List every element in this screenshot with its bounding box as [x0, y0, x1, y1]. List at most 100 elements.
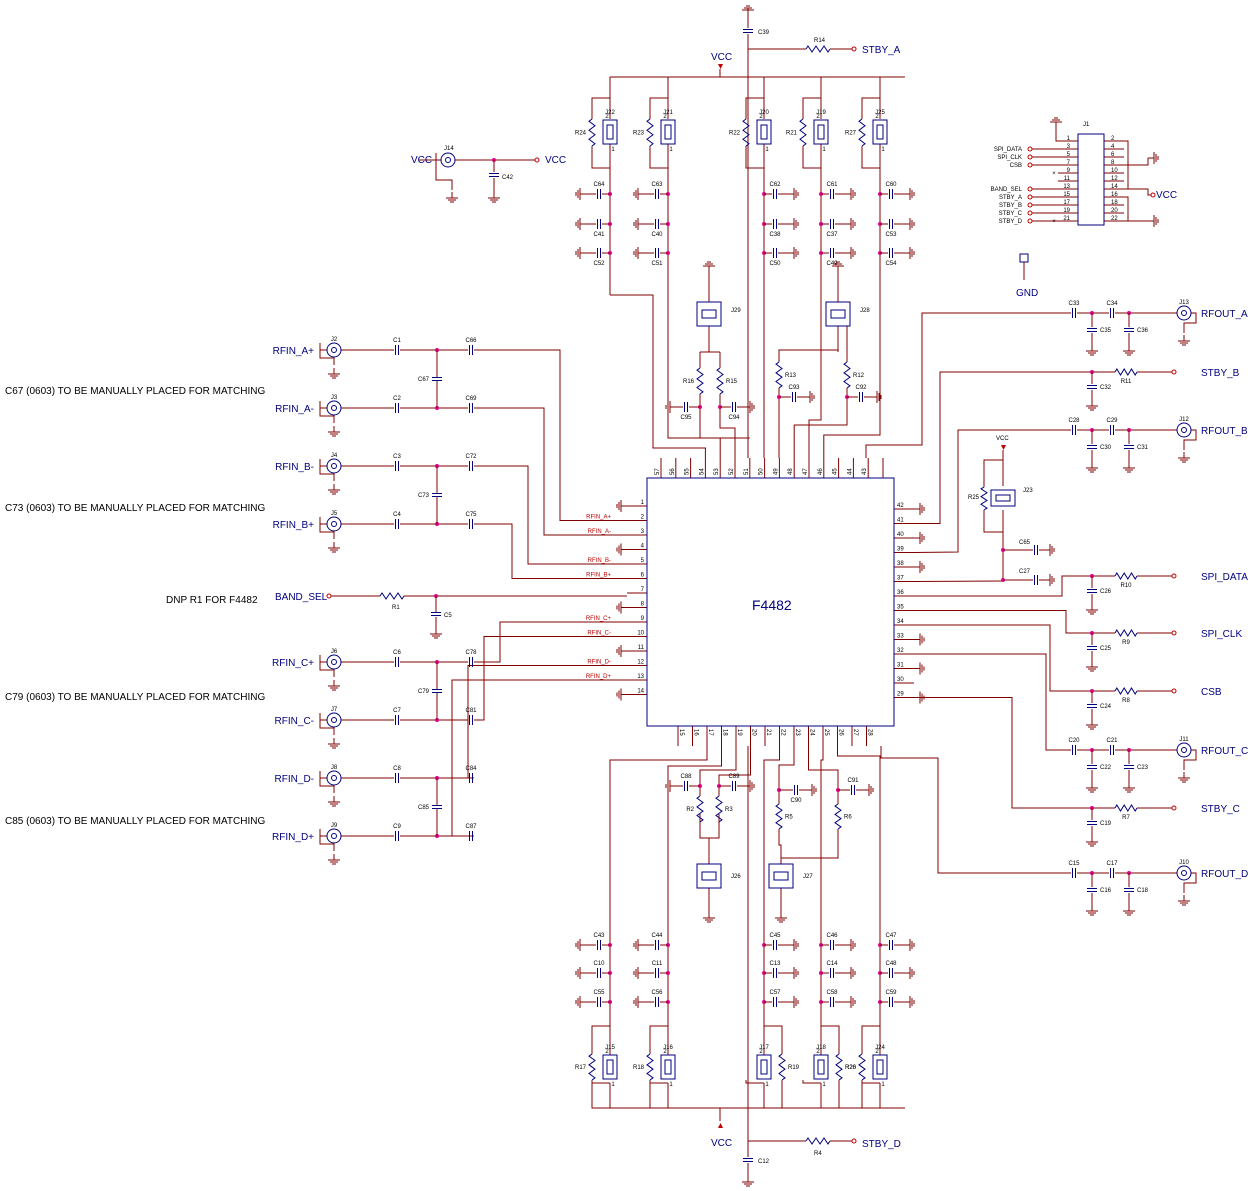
pin-net-label: RFIN_C+	[586, 616, 612, 622]
capacitor-ref: C91	[847, 778, 859, 784]
rf-input-label: RFIN_A-	[275, 404, 314, 415]
capacitor-ref: C48	[885, 961, 897, 967]
gnd-header-right	[1148, 152, 1159, 164]
gnd-top-c39	[742, 5, 754, 16]
resistor-	[805, 45, 831, 53]
pin-number: 54	[699, 468, 705, 475]
capacitor-ref: C11	[652, 961, 663, 967]
header-signal-label: STBY_D	[999, 219, 1023, 225]
pin-number: 3	[641, 529, 645, 535]
capacitor-C33	[1072, 308, 1076, 318]
jumper-pin: 1	[822, 147, 826, 153]
resistor-R2	[696, 795, 704, 823]
chip-body	[646, 477, 895, 727]
wire	[649, 1080, 668, 1084]
resistor-R15	[716, 367, 724, 395]
capacitor-ref: C63	[651, 182, 663, 188]
net-port	[534, 157, 540, 163]
jumper-pin: 1	[669, 147, 673, 153]
capacitor-ref: C26	[1100, 589, 1112, 595]
pin-number: 55	[685, 468, 691, 475]
capacitor-	[431, 612, 441, 616]
gnd-sig-3	[1086, 719, 1098, 730]
resistor-R26	[858, 1053, 866, 1081]
wire	[821, 1025, 840, 1054]
capacitor-ref: C35	[1100, 328, 1112, 334]
gnd-rset-c95	[665, 401, 676, 413]
capacitor-C64	[597, 189, 601, 199]
wire	[649, 77, 669, 119]
capacitor-ref: C58	[826, 990, 838, 996]
wire	[1124, 158, 1149, 166]
header-pin-num: 16	[1111, 192, 1118, 198]
pin-number: 40	[897, 532, 904, 538]
wire	[983, 510, 1003, 533]
wire	[667, 746, 722, 770]
resistor-R22	[742, 118, 750, 147]
capacitor-C40	[655, 219, 659, 229]
vccdig-c2: C27	[1019, 569, 1031, 575]
capacitor-C69	[469, 403, 473, 413]
net-port	[1171, 369, 1177, 375]
wire	[474, 523, 627, 579]
gnd-J4	[328, 484, 340, 495]
jumper-pin: 1	[611, 147, 615, 153]
resistor-ref: R9	[1122, 640, 1130, 646]
capacitor-C88	[684, 781, 688, 791]
resistor-R12	[843, 361, 851, 389]
wire	[802, 77, 822, 119]
gnd-right-40	[914, 532, 925, 544]
net-port	[1027, 218, 1033, 224]
connector-ref: J2	[331, 337, 338, 343]
jumper-pin: 2	[605, 1049, 609, 1055]
capacitor-ref: C59	[885, 990, 897, 996]
pin-number: 16	[693, 729, 699, 736]
wire	[649, 1025, 668, 1054]
capacitor-C30	[1087, 445, 1097, 449]
bottom-stby: STBY_D	[862, 1139, 901, 1150]
capacitor-C73	[432, 493, 442, 497]
jumper-pin: 2	[663, 1049, 667, 1055]
gnd-bot-cap	[904, 939, 915, 951]
capacitor-ref: C22	[1100, 765, 1112, 771]
wire	[793, 388, 848, 458]
capacitor-C51	[655, 248, 659, 258]
capacitor-C89	[732, 781, 736, 791]
gnd-J13	[1178, 335, 1190, 346]
gnd-rset-c93	[804, 391, 815, 403]
coax-connector-	[440, 152, 456, 168]
resistor-R18	[646, 1053, 654, 1081]
wire	[1183, 429, 1197, 450]
capacitor-ref: C38	[769, 232, 781, 238]
gnd-J9	[328, 854, 340, 865]
rf-input-label: RFIN_A+	[273, 346, 315, 357]
gnd-top-cap	[904, 188, 915, 200]
gnd-top-cap	[788, 188, 799, 200]
rf-output-label: RFOUT_D	[1201, 869, 1248, 880]
jumper-J22	[602, 119, 618, 145]
gnd-top-cap	[904, 247, 915, 259]
capacitor-ref: C88	[680, 774, 692, 780]
capacitor-ref: C55	[593, 990, 605, 996]
capacitor-ref: C92	[855, 385, 867, 391]
gnd-header-pin1	[1050, 117, 1062, 128]
resistor-ref: R16	[683, 379, 695, 385]
gnd-box	[1019, 253, 1029, 263]
jumper-pin: 2	[605, 114, 609, 120]
gnd-out-0-0	[1086, 345, 1098, 356]
gnd-j14	[446, 192, 458, 203]
wire	[719, 394, 736, 458]
jumper-ref: J28	[860, 308, 870, 314]
pin-number: 17	[707, 729, 713, 736]
note-c67: C67 (0603) TO BE MANUALLY PLACED FOR MAT…	[5, 386, 265, 397]
capacitor-ref: C14	[826, 961, 838, 967]
right-signal-label: SPI_CLK	[1201, 629, 1242, 640]
capacitor-C50	[773, 248, 777, 258]
header-pin-num: 8	[1111, 160, 1115, 166]
gnd-J2	[328, 368, 340, 379]
header-ref: J1	[1083, 122, 1090, 128]
coax-connector-J5	[326, 516, 342, 532]
pin-number: 50	[759, 468, 765, 475]
gnd-rset-bottom-1	[775, 912, 787, 923]
capacitor-C55	[597, 997, 601, 1007]
